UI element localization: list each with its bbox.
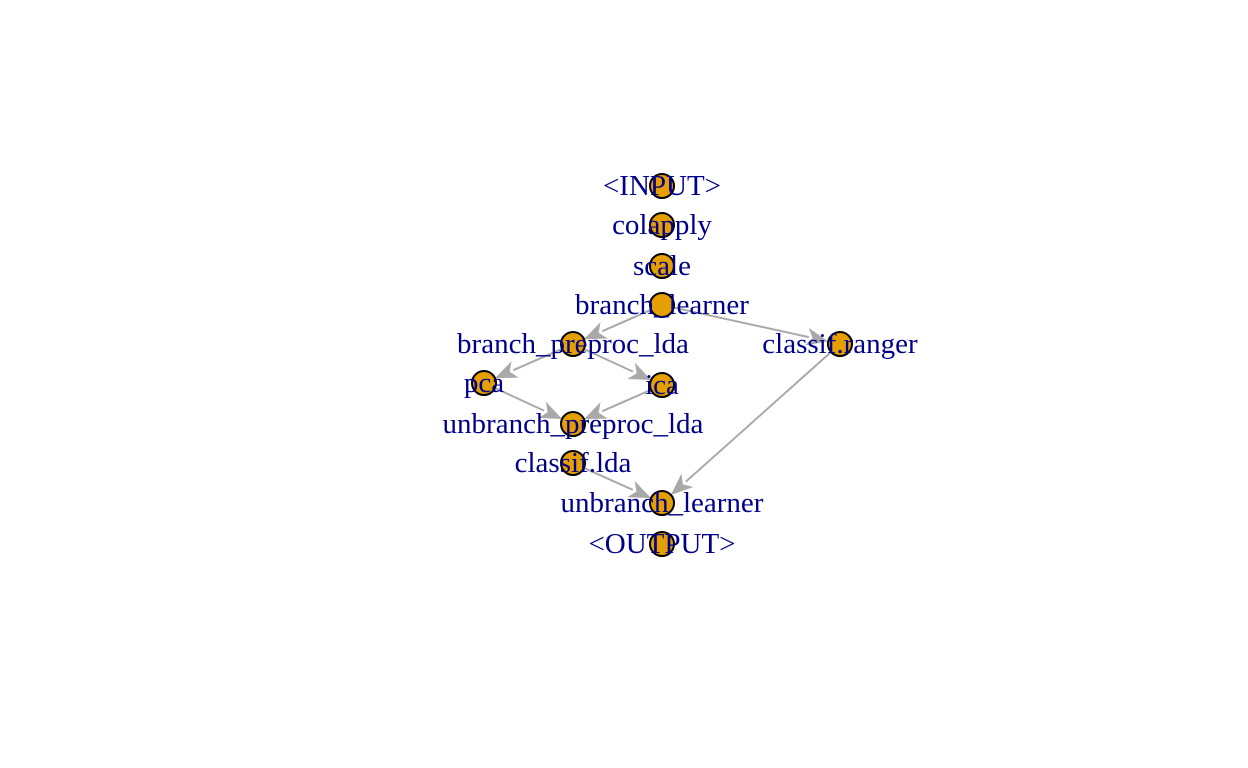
- arrowhead: [583, 322, 608, 340]
- edge-line: [601, 388, 652, 413]
- edge-line: [685, 351, 832, 483]
- edge-branch_learner-to-branch_preproc_lda: [583, 308, 652, 340]
- node-input[interactable]: [649, 173, 675, 199]
- node-classif_lda[interactable]: [560, 450, 586, 476]
- node-colapply[interactable]: [649, 212, 675, 238]
- node-branch_learner[interactable]: [649, 292, 675, 318]
- edge-branch_preproc_lda-to-pca: [494, 347, 563, 379]
- edge-branch_preproc_lda-to-ica: [583, 348, 652, 380]
- node-label-branch_learner: branch_learner: [575, 289, 749, 321]
- edge-line: [494, 387, 545, 412]
- arrowhead: [494, 361, 519, 379]
- arrowhead: [804, 327, 829, 346]
- arrowhead: [583, 402, 608, 420]
- node-output[interactable]: [649, 531, 675, 557]
- edge-line: [583, 348, 634, 373]
- arrowhead: [670, 473, 694, 496]
- node-label-classif_lda: classif.lda: [515, 447, 632, 479]
- node-label-scale: scale: [633, 250, 691, 282]
- arrowhead: [627, 480, 652, 499]
- edge-pca-to-unbranch_preproc_lda: [494, 387, 563, 419]
- node-unbranch_learner[interactable]: [649, 490, 675, 516]
- edge-line: [673, 306, 809, 339]
- edge-classif_lda-to-unbranch_learner: [583, 467, 652, 499]
- node-label-input: <INPUT>: [603, 170, 721, 202]
- node-label-output: <OUTPUT>: [588, 528, 735, 560]
- node-unbranch_preproc_lda[interactable]: [560, 411, 586, 437]
- node-classif_ranger[interactable]: [827, 331, 853, 357]
- node-ica[interactable]: [649, 372, 675, 398]
- nodes-layer: [471, 173, 853, 557]
- edge-ica-to-unbranch_preproc_lda: [583, 388, 652, 420]
- node-label-pca: pca: [464, 367, 504, 399]
- edge-line: [601, 308, 652, 333]
- node-label-ica: ica: [645, 369, 679, 401]
- node-scale[interactable]: [649, 253, 675, 279]
- arrowhead: [538, 401, 563, 419]
- node-branch_preproc_lda[interactable]: [560, 331, 586, 357]
- node-pca[interactable]: [471, 370, 497, 396]
- node-label-classif_ranger: classif.ranger: [762, 328, 918, 360]
- edges-layer: [494, 193, 832, 515]
- node-label-unbranch_learner: unbranch_learner: [561, 487, 764, 519]
- labels-layer: <INPUT> colapply scale branch_learnerbranch…: [443, 170, 918, 560]
- arrowhead: [627, 362, 652, 380]
- node-label-branch_preproc_lda: branch_preproc_lda: [457, 328, 689, 360]
- edge-classif_ranger-to-unbranch_learner: [670, 351, 832, 496]
- node-label-unbranch_preproc_lda: unbranch_preproc_lda: [443, 408, 704, 440]
- edge-line: [512, 347, 563, 372]
- edge-line: [583, 467, 634, 491]
- edge-branch_learner-to-classif_ranger: [673, 306, 829, 346]
- node-label-colapply: colapply: [612, 209, 712, 241]
